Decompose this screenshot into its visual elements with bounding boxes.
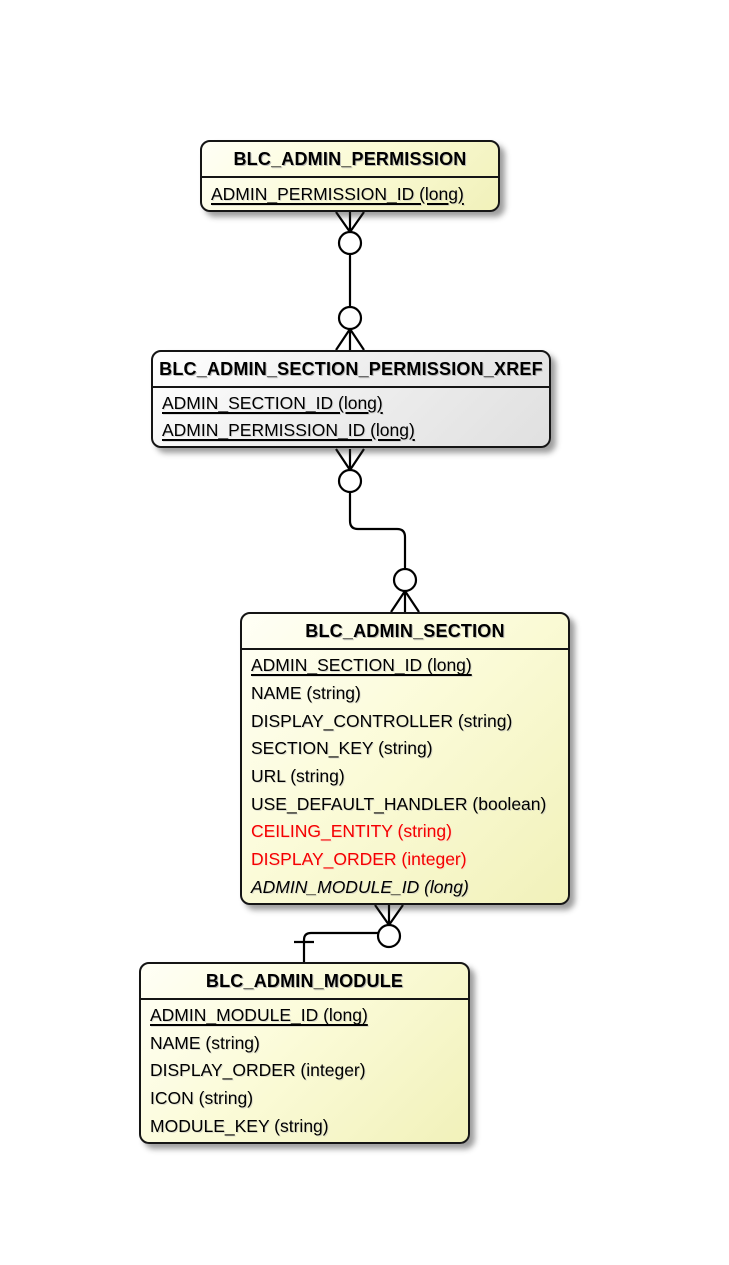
entity-title: BLC_ADMIN_SECTION_PERMISSION_XREF bbox=[153, 352, 549, 388]
field-row: MODULE_KEY (string) bbox=[150, 1115, 329, 1136]
entity-blc-admin-permission: BLC_ADMIN_PERMISSION ADMIN_PERMISSION_ID… bbox=[200, 140, 500, 212]
entity-title: BLC_ADMIN_SECTION bbox=[242, 614, 568, 650]
zero-circle-icon bbox=[376, 923, 402, 949]
crowfoot-many-icon bbox=[335, 448, 365, 471]
field-row: ADMIN_SECTION_ID (long) bbox=[251, 655, 472, 676]
entity-fields: ADMIN_SECTION_ID (long) NAME (string) DI… bbox=[242, 650, 568, 903]
field-row: ADMIN_MODULE_ID (long) bbox=[150, 1005, 368, 1026]
field-row: USE_DEFAULT_HANDLER (boolean) bbox=[251, 793, 547, 814]
field-row: ICON (string) bbox=[150, 1088, 254, 1109]
field-row: DISPLAY_ORDER (integer) bbox=[150, 1060, 366, 1081]
zero-circle-icon bbox=[337, 305, 363, 331]
entity-fields: ADMIN_SECTION_ID (long) ADMIN_PERMISSION… bbox=[153, 388, 549, 446]
field-row: NAME (string) bbox=[150, 1032, 260, 1053]
relationship-xref-section bbox=[335, 448, 420, 613]
entity-fields: ADMIN_MODULE_ID (long) NAME (string) DIS… bbox=[141, 1000, 468, 1142]
zero-circle-icon bbox=[337, 468, 363, 494]
field-row: CEILING_ENTITY (string) bbox=[251, 821, 452, 842]
field-row: URL (string) bbox=[251, 766, 345, 787]
entity-blc-admin-section: BLC_ADMIN_SECTION ADMIN_SECTION_ID (long… bbox=[240, 612, 570, 905]
entity-blc-admin-section-permission-xref: BLC_ADMIN_SECTION_PERMISSION_XREF ADMIN_… bbox=[151, 350, 551, 448]
relationship-permission-xref bbox=[335, 211, 365, 351]
field-row: ADMIN_MODULE_ID (long) bbox=[251, 876, 469, 897]
zero-circle-icon bbox=[337, 230, 363, 256]
field-row: NAME (string) bbox=[251, 683, 361, 703]
entity-title: BLC_ADMIN_PERMISSION bbox=[202, 142, 498, 178]
crowfoot-many-icon bbox=[374, 904, 404, 926]
field-row: SECTION_KEY (string) bbox=[251, 738, 433, 759]
relationship-section-module bbox=[294, 904, 404, 962]
field-row: ADMIN_SECTION_ID (long) bbox=[162, 393, 383, 413]
crowfoot-many-icon bbox=[335, 328, 365, 351]
crowfoot-many-icon bbox=[335, 211, 365, 233]
entity-title: BLC_ADMIN_MODULE bbox=[141, 964, 468, 1000]
entity-fields: ADMIN_PERMISSION_ID (long) bbox=[202, 178, 498, 210]
field-row: DISPLAY_ORDER (integer) bbox=[251, 849, 467, 870]
field-row: ADMIN_PERMISSION_ID (long) bbox=[162, 420, 415, 440]
field-row: DISPLAY_CONTROLLER (string) bbox=[251, 710, 513, 731]
crowfoot-many-icon bbox=[390, 590, 420, 613]
zero-circle-icon bbox=[392, 567, 418, 593]
field-row: ADMIN_PERMISSION_ID (long) bbox=[211, 183, 464, 204]
entity-blc-admin-module: BLC_ADMIN_MODULE ADMIN_MODULE_ID (long) … bbox=[139, 962, 470, 1144]
